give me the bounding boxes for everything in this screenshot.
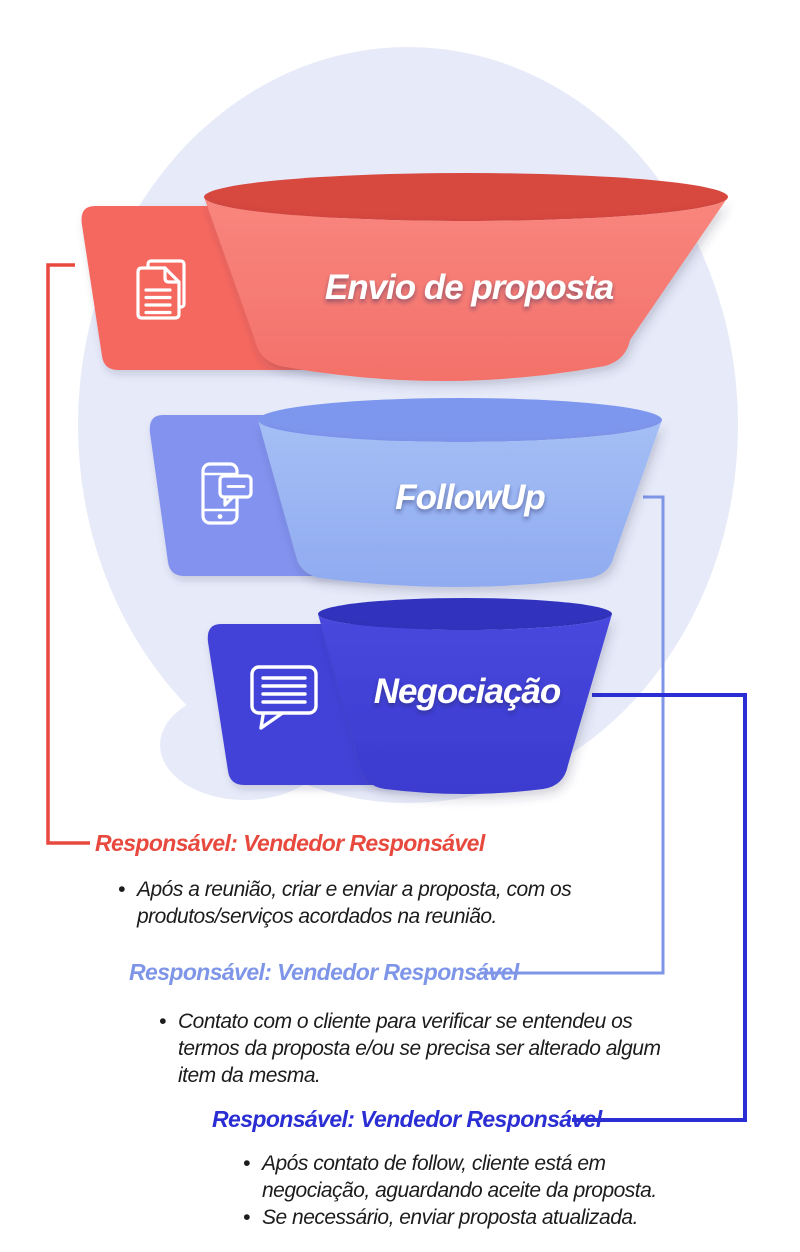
bullets-envio: Após a reunião, criar e enviar a propost…	[115, 876, 600, 930]
stage-bullet: Contato com o cliente para verificar se …	[156, 1008, 661, 1089]
stage-bullet: Se necessário, enviar proposta atualizad…	[240, 1204, 670, 1231]
responsible-heading-followup: Responsável: Vendedor Responsável	[129, 959, 519, 985]
bullets-followup: Contato com o cliente para verificar se …	[156, 1008, 661, 1089]
stage-bullet: Após contato de follow, cliente está em …	[240, 1150, 670, 1204]
stage-label-envio: Envio de proposta	[325, 268, 614, 307]
stage-envio: Envio de proposta	[81, 173, 728, 381]
bucket-rim-negociacao	[318, 598, 612, 630]
bucket-rim-followup	[258, 398, 662, 442]
stage-bullet: Após a reunião, criar e enviar a propost…	[115, 876, 600, 930]
connector-line-negociacao	[572, 693, 747, 1122]
chat-bubble-icon	[250, 665, 318, 730]
responsible-heading-envio: Responsável: Vendedor Responsável	[95, 830, 485, 856]
bucket-rim-envio	[204, 173, 728, 221]
bucket-envio	[204, 197, 728, 381]
bucket-followup	[258, 420, 662, 587]
connector-line-followup	[480, 495, 665, 975]
stage-label-followup: FollowUp	[395, 478, 545, 517]
responsible-heading-negociacao: Responsável: Vendedor Responsável	[212, 1106, 602, 1132]
stage-label-negociacao: Negociação	[374, 672, 561, 711]
stage-negociacao: Negociação	[207, 598, 612, 794]
phone-chat-icon	[201, 462, 253, 525]
stage-followup: FollowUp	[149, 398, 662, 587]
bullets-negociacao: Após contato de follow, cliente está em …	[240, 1150, 670, 1231]
bucket-negociacao	[318, 614, 612, 794]
documents-icon	[136, 259, 186, 320]
connector-line-envio	[46, 263, 90, 845]
